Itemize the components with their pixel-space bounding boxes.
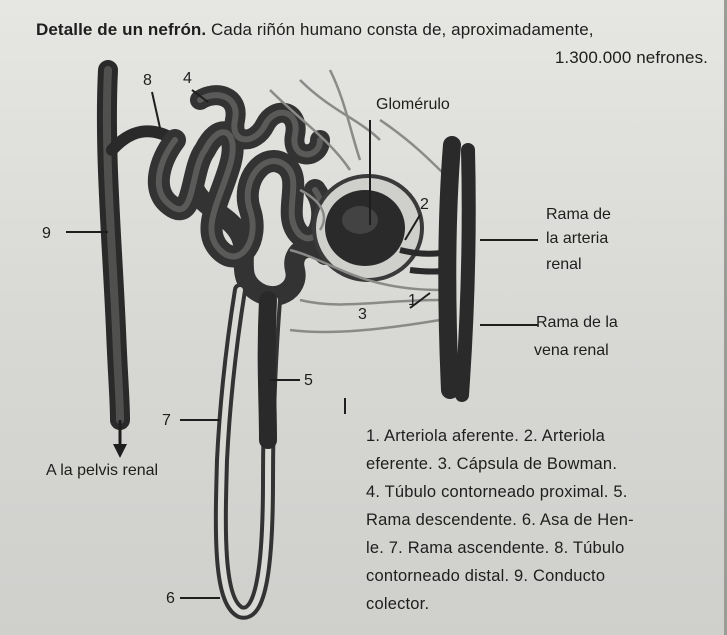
legend-line-3: 4. Túbulo contorneado proximal. 5. — [366, 478, 716, 506]
label-1: 1 — [408, 292, 417, 310]
label-glomerulo: Glomérulo — [376, 96, 450, 114]
label-rama-arteria-2: la arteria — [546, 230, 608, 248]
label-2: 2 — [420, 196, 429, 214]
label-rama-vena-1: Rama de la — [536, 314, 618, 332]
legend-line-1: 1. Arteriola aferente. 2. Arteriola — [366, 422, 716, 450]
loop-of-henle — [221, 290, 275, 613]
legend-line-6: contorneado distal. 9. Conducto — [366, 562, 716, 590]
legend: 1. Arteriola aferente. 2. Arteriola efer… — [366, 422, 716, 618]
convoluted-tubules — [159, 95, 325, 296]
label-4: 4 — [183, 70, 192, 88]
label-3: 3 — [358, 306, 367, 324]
label-8: 8 — [143, 72, 152, 90]
label-rama-arteria-1: Rama de — [546, 206, 611, 224]
label-6: 6 — [166, 590, 175, 608]
collecting-duct — [107, 70, 120, 420]
label-5: 5 — [304, 372, 313, 390]
label-pelvis-renal: A la pelvis renal — [46, 462, 158, 480]
legend-line-5: le. 7. Rama ascendente. 8. Túbulo — [366, 534, 716, 562]
label-9: 9 — [42, 225, 51, 243]
label-7: 7 — [162, 412, 171, 430]
legend-line-7: colector. — [366, 590, 716, 618]
label-rama-arteria-3: renal — [546, 256, 582, 274]
renal-vessels — [400, 145, 469, 395]
legend-line-2: eferente. 3. Cápsula de Bowman. — [366, 450, 716, 478]
legend-line-4: Rama descendente. 6. Asa de Hen- — [366, 506, 716, 534]
label-rama-vena-2: vena renal — [534, 342, 609, 360]
